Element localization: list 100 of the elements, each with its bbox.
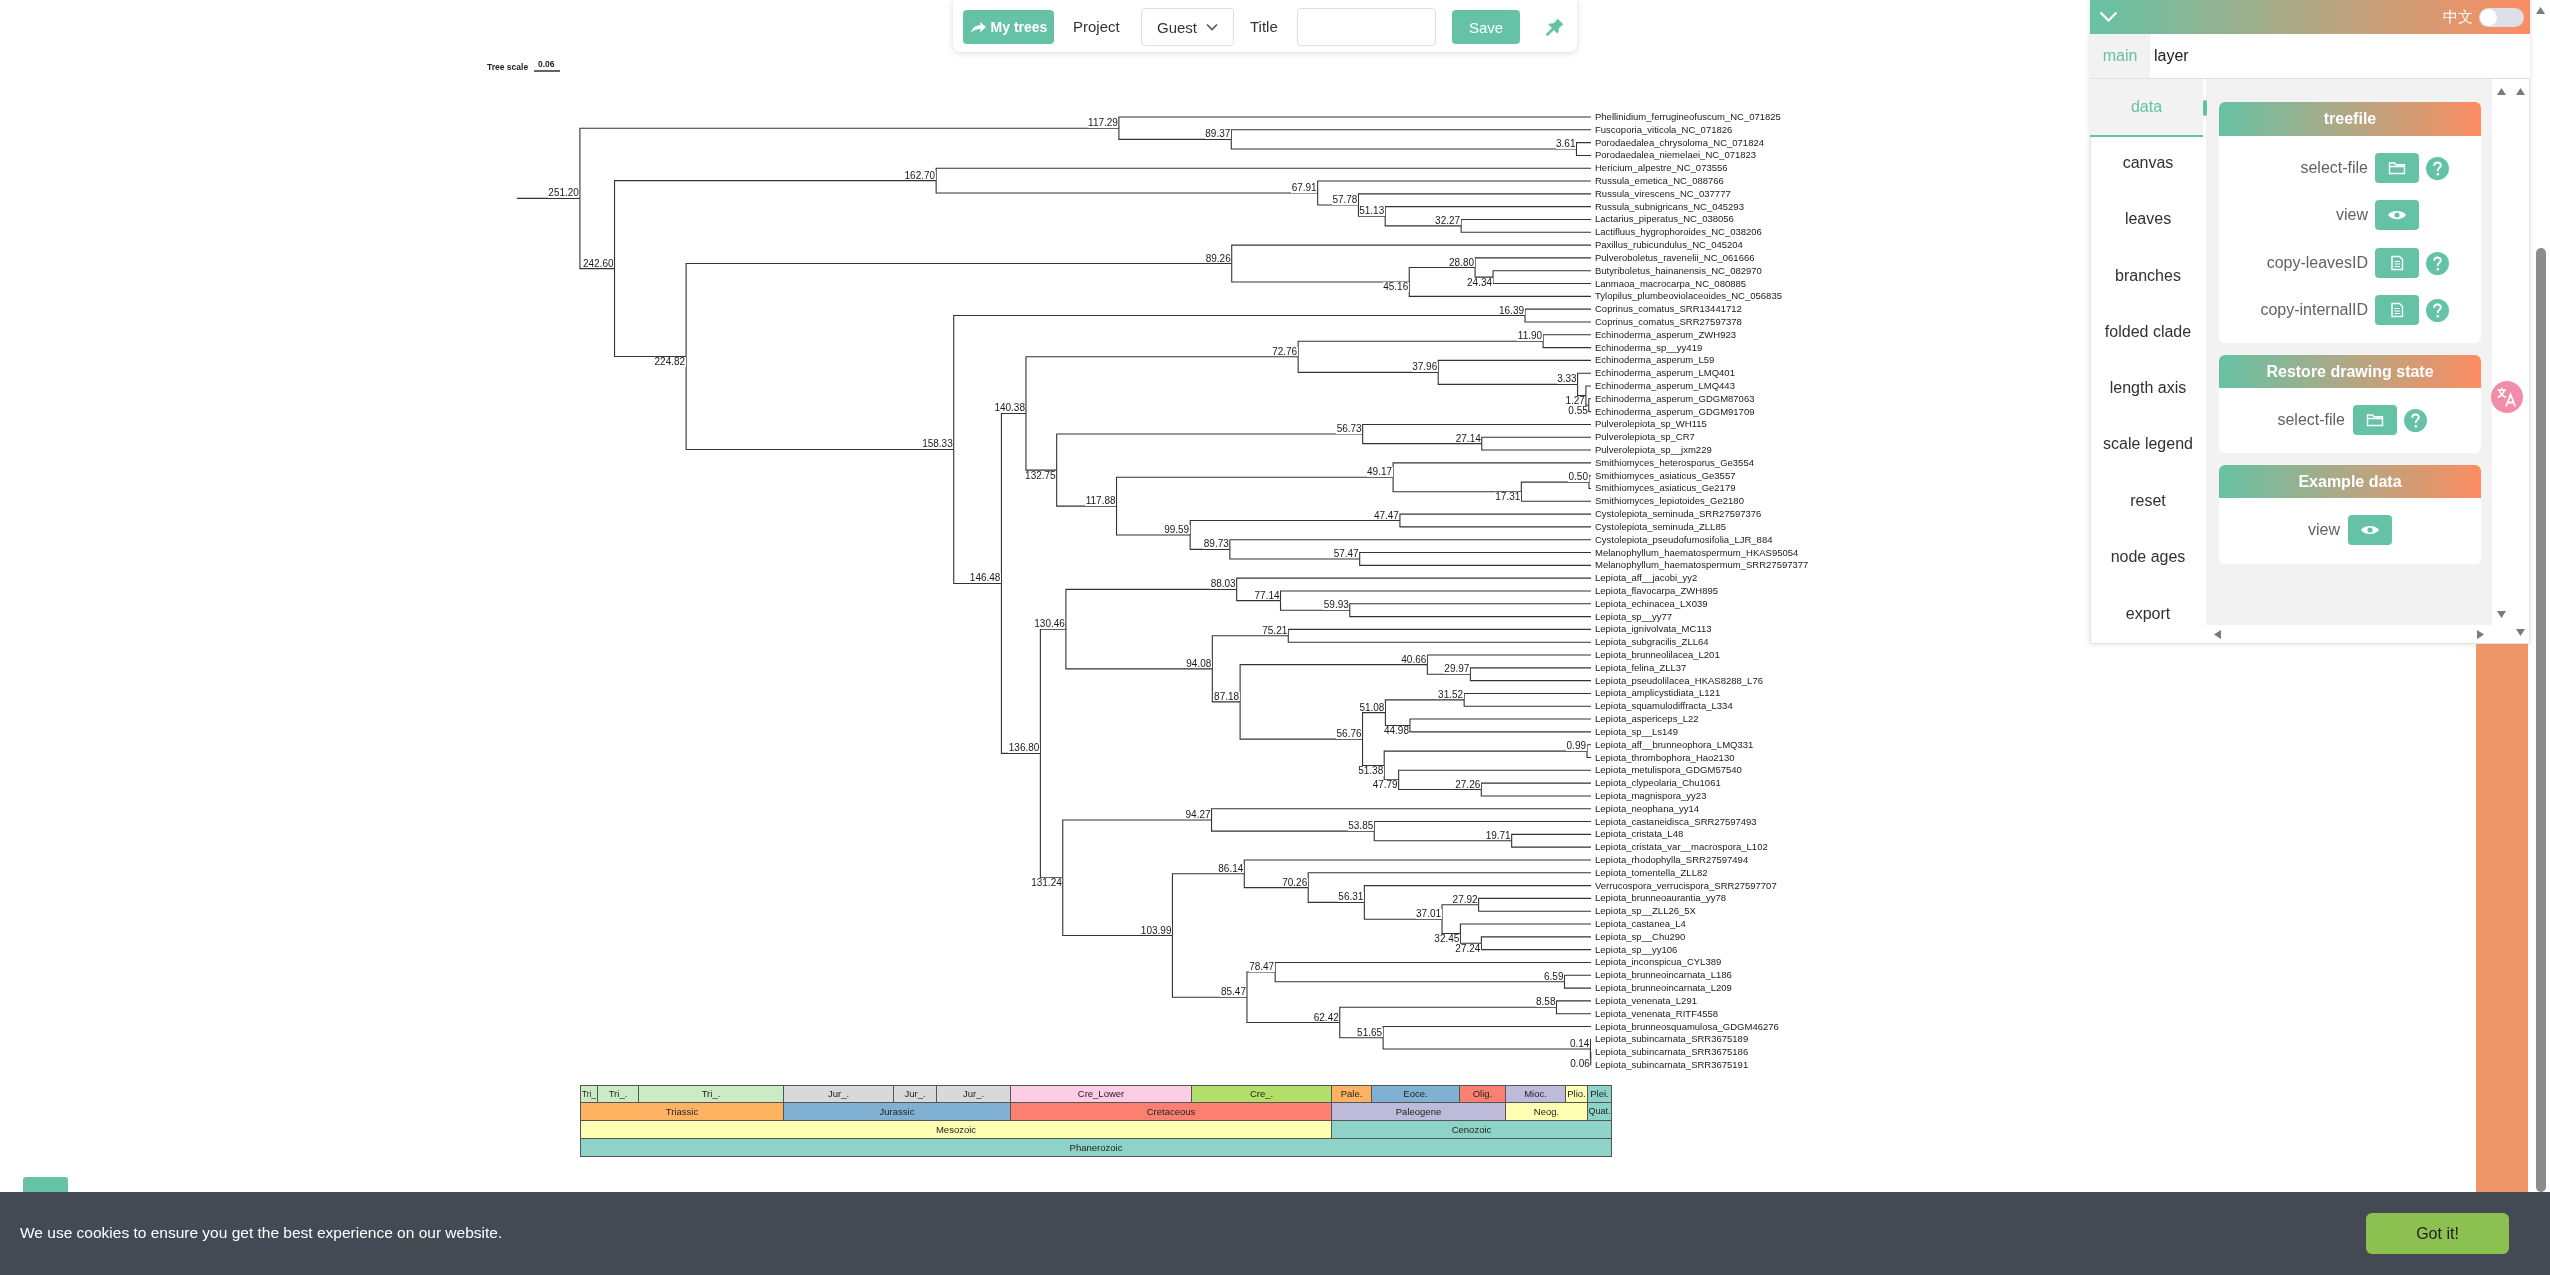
leaf-label: Lepiota_amplicystidiata_L121 <box>1591 687 1721 700</box>
option-label: copy-leavesID <box>2266 253 2368 273</box>
node-age-label: 32.45 <box>1433 934 1460 944</box>
tree-branch <box>1511 840 1592 848</box>
tree-branch <box>1307 887 1365 903</box>
tree-branch <box>1437 359 1592 373</box>
leaf-label: Coprinus_comatus_SRR27597378 <box>1591 315 1742 328</box>
tree-branch <box>1000 582 1041 754</box>
tree-branch <box>1362 738 1385 767</box>
node-age-label: 56.73 <box>1336 424 1363 434</box>
tree-branch <box>1409 724 1592 733</box>
leaf-label: Echinoderma_asperum_GDGM87063 <box>1591 392 1755 405</box>
node-age-label: 89.26 <box>1205 253 1232 263</box>
geologic-time-box: Eoce. <box>1371 1085 1459 1102</box>
tree-branch <box>1229 539 1592 550</box>
node-age-label: 47.47 <box>1373 510 1400 520</box>
node-age-label: 62.42 <box>1313 1012 1340 1022</box>
tree-branch <box>1171 935 1248 998</box>
node-age-label: 44.98 <box>1383 725 1410 736</box>
node-age-label: 57.47 <box>1333 548 1360 559</box>
node-age-label: 49.17 <box>1366 467 1393 477</box>
tree-branch <box>1211 668 1241 703</box>
tree-branch <box>1478 897 1592 906</box>
tree-branch <box>1359 558 1592 566</box>
nav-item: folded clade <box>2103 322 2193 342</box>
leaf-label: Porodaedalea_niemelaei_NC_071823 <box>1591 149 1757 162</box>
leaf-label: Lepiota_brunneoaurantia_yy78 <box>1591 892 1726 905</box>
geologic-time-box: Paleogene <box>1331 1102 1505 1120</box>
node-age-label: 31.52 <box>1437 689 1464 700</box>
node-age-label: 32.27 <box>1434 215 1461 226</box>
tree-branch <box>1398 769 1592 781</box>
tree-branch <box>1236 588 1282 602</box>
leaf-label: Coprinus_comatus_SRR13441712 <box>1591 303 1742 316</box>
tree-branch <box>1480 936 1592 944</box>
tree-branch <box>1588 481 1592 490</box>
tree-branch <box>579 127 1120 199</box>
tree-branch <box>1524 315 1592 323</box>
geologic-time-box: Cenozoic <box>1331 1120 1612 1138</box>
leaf-label: Lepiota_subincarnata_SRR3675186 <box>1591 1046 1749 1059</box>
tree-branch <box>1274 961 1592 973</box>
node-age-label: 242.60 <box>582 258 615 269</box>
leaf-label: Lepiota_subincarnata_SRR3675191 <box>1591 1058 1749 1071</box>
node-age-label: 86.14 <box>1217 863 1244 874</box>
node-age-label: 89.37 <box>1204 129 1231 139</box>
tree-branch <box>1480 782 1592 791</box>
tree-branch <box>1384 712 1411 727</box>
tree-branch <box>1349 603 1592 611</box>
tree-branch <box>1382 1025 1592 1039</box>
node-age-label: 24.34 <box>1466 277 1493 288</box>
tree-branch <box>1511 833 1592 842</box>
tree-branch <box>1243 859 1592 875</box>
tree-branch <box>1230 138 1577 150</box>
node-age-label: 75.21 <box>1261 625 1288 636</box>
cookie-notice: We use cookies to ensure you get the best experience on our website. <box>20 1223 503 1243</box>
option-label: view <box>2308 520 2340 540</box>
tree-branch <box>1236 577 1592 590</box>
tree-branch <box>1062 819 1213 879</box>
tree-branch <box>1555 1000 1592 1008</box>
tree-branch <box>1339 1006 1557 1024</box>
tree-branch <box>1383 750 1588 767</box>
tree-branch <box>1287 635 1592 643</box>
tree-branch <box>1575 142 1592 150</box>
tree-branch <box>1481 443 1592 451</box>
tree-branch <box>1441 918 1461 935</box>
tree-branch <box>953 448 1002 584</box>
leaf-label: Smithiomyces_asiaticus_Ge3557 <box>1591 469 1736 482</box>
tree-branch <box>1589 1038 1592 1050</box>
tree-branch <box>1065 628 1213 670</box>
leaf-label: Echinoderma_asperum_LMQ401 <box>1591 367 1735 380</box>
tree-branch <box>1585 385 1592 397</box>
node-age-label: 51.13 <box>1358 206 1385 216</box>
tree-branch <box>1039 628 1067 754</box>
nav-item: data <box>2090 79 2203 137</box>
tree-branch <box>1459 933 1482 944</box>
node-age-label: 28.80 <box>1448 257 1475 267</box>
geologic-time-box: Jur_. <box>783 1085 893 1102</box>
node-age-label: 27.14 <box>1455 433 1482 444</box>
leaf-label: Fuscoporia_viticola_NC_071826 <box>1591 123 1733 136</box>
tree-branch <box>1384 699 1465 714</box>
tree-branch <box>614 268 687 358</box>
field-label: Project <box>1073 18 1120 36</box>
node-age-label: 158.33 <box>921 439 954 449</box>
tree-branch <box>1392 476 1522 493</box>
leaf-label: Lepiota_squamulodiffracta_L334 <box>1591 700 1733 713</box>
card-header: treefile <box>2219 102 2481 136</box>
tree-branch <box>1359 552 1592 560</box>
tree-branch <box>1211 819 1375 832</box>
node-age-label: 251.20 <box>547 188 580 198</box>
node-age-label: 51.08 <box>1358 702 1385 713</box>
node-age-label: 136.80 <box>1008 743 1040 753</box>
leaf-label: Pulverolepiota_sp_CR7 <box>1591 431 1695 444</box>
tree-branch <box>1590 1051 1592 1060</box>
leaf-label: Lepiota_thrombophora_Hao2130 <box>1591 751 1735 764</box>
tree-branch <box>1408 266 1476 283</box>
tree-branch <box>516 197 581 199</box>
leaf-label: Lepiota_tomentella_ZLL82 <box>1591 866 1708 879</box>
tree-branch <box>935 167 1592 182</box>
leaf-label: Smithiomyces_asiaticus_Ge2179 <box>1591 482 1736 495</box>
leaf-label: Lepiota_pseudolilacea_HKAS8288_L76 <box>1591 674 1763 687</box>
leaf-label: Lepiota_sp__Chu290 <box>1591 930 1686 943</box>
